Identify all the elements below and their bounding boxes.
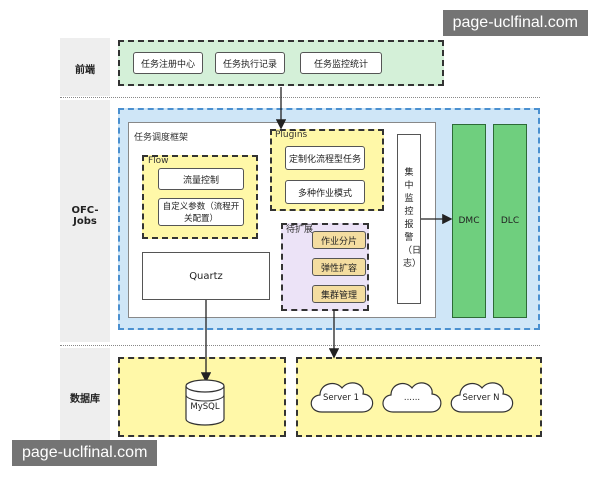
pending-title: 待扩展	[286, 225, 314, 235]
lane-label-ofc-jobs: OFC-Jobs	[71, 205, 99, 227]
flow-item: 自定义参数（流程开关配置）	[158, 198, 244, 226]
pending-item: 集群管理	[312, 285, 366, 303]
server-label: Server N	[462, 393, 500, 403]
mysql-database-icon	[185, 379, 225, 426]
flow-item: 流量控制	[158, 168, 244, 190]
cloud-icon	[310, 382, 374, 413]
lane-band-database	[60, 348, 110, 440]
server-label: ......	[403, 393, 421, 403]
cloud-icon	[382, 382, 442, 413]
plugins-item: 定制化流程型任务	[285, 146, 365, 170]
frontend-item: 任务执行记录	[215, 52, 285, 74]
lane-label-frontend: 前端	[75, 65, 95, 76]
lane-label-database: 数据库	[70, 394, 100, 405]
mysql-label: MySQL	[190, 402, 220, 412]
lane-band-frontend	[60, 38, 110, 96]
pending-item: 作业分片	[312, 231, 366, 249]
cloud-icon	[450, 382, 514, 413]
server-label: Server 1	[323, 393, 359, 403]
frontend-item: 任务监控统计	[300, 52, 382, 74]
plugins-item: 多种作业模式	[285, 180, 365, 204]
separator-line	[60, 97, 540, 98]
monitor-box: 集中监控报警（日志）	[397, 134, 421, 304]
separator-line	[60, 345, 540, 346]
plugins-title: Plugins	[275, 130, 308, 140]
watermark-top: page-uclfinal.com	[442, 10, 588, 36]
flow-title: Flow	[148, 156, 169, 166]
watermark-bottom: page-uclfinal.com	[12, 440, 158, 466]
lane-band-ofc-jobs	[60, 100, 110, 342]
monitor-label: 集中监控报警（日志）	[403, 168, 422, 269]
frontend-item: 任务注册中心	[133, 52, 203, 74]
dlc-box: DLC	[493, 124, 527, 318]
pending-item: 弹性扩容	[312, 258, 366, 276]
task-framework-title: 任务调度框架	[134, 133, 189, 143]
quartz-box: Quartz	[142, 252, 270, 300]
